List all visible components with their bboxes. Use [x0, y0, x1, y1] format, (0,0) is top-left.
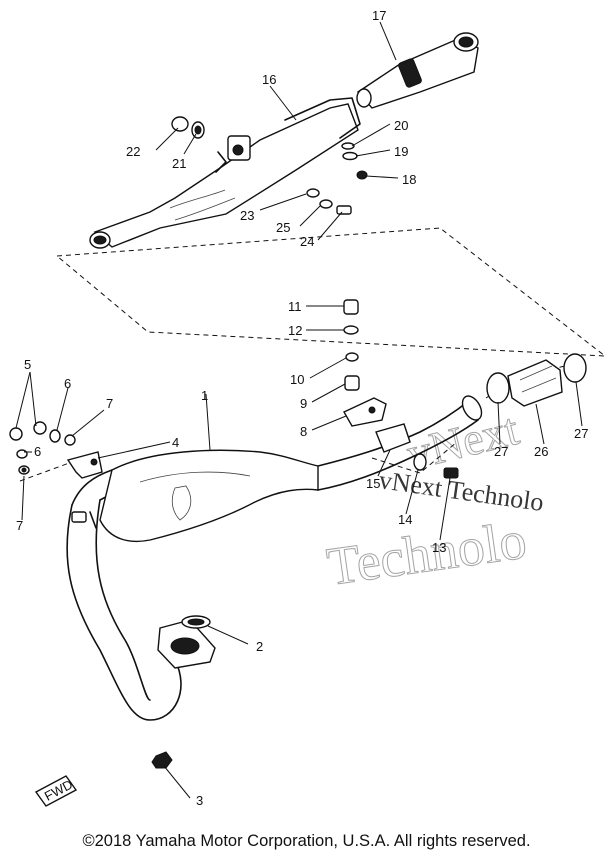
left-hardware: [9, 421, 76, 475]
alignment-line: [371, 441, 458, 474]
callout-24: 24: [300, 234, 314, 249]
callout-13: 13: [432, 540, 446, 555]
callout-23: 23: [240, 208, 254, 223]
bracket-4: [66, 451, 103, 479]
callout-26: 26: [534, 444, 548, 459]
callout-1: 1: [201, 388, 208, 403]
exhaust-pipe-1: [66, 395, 483, 721]
watermark-text: Technolo: [323, 510, 530, 597]
gasket-2-hole: [187, 618, 205, 626]
callout-18: 18: [402, 172, 416, 187]
callout-7: 7: [16, 518, 23, 533]
callout-25: 25: [276, 220, 290, 235]
callout-6: 6: [64, 376, 71, 391]
callout-4: 4: [172, 435, 179, 450]
clamp-27-right: [563, 353, 587, 383]
callout-7: 7: [106, 396, 113, 411]
callout-2: 2: [256, 639, 263, 654]
callout-9: 9: [300, 396, 307, 411]
mount-hardware: [343, 299, 411, 453]
callout-3: 3: [196, 793, 203, 808]
fwd-arrow-icon: FWD: [34, 775, 78, 807]
joint-26: [507, 359, 563, 407]
callout-19: 19: [394, 144, 408, 159]
end-cap-17: [356, 32, 479, 109]
leader-lines: [15, 21, 583, 799]
callout-5: 5: [24, 357, 31, 372]
muffler-16: [89, 97, 361, 249]
callout-6: 6: [34, 444, 41, 459]
assembly-boundary: [55, 227, 607, 357]
joint-hardware: [413, 453, 459, 479]
callout-15: 15: [366, 476, 380, 491]
callout-10: 10: [290, 372, 304, 387]
callout-14: 14: [398, 512, 412, 527]
callout-labels: 1 2 3 4 5 6 6 7 7 8 9 10 11 12 13 14 15 …: [16, 8, 588, 808]
callout-22: 22: [126, 144, 140, 159]
callout-27: 27: [574, 426, 588, 441]
callout-8: 8: [300, 424, 307, 439]
callout-17: 17: [372, 8, 386, 23]
callout-27: 27: [494, 444, 508, 459]
alignment-line: [19, 461, 73, 482]
callout-21: 21: [172, 156, 186, 171]
clamp-27-left: [486, 372, 510, 404]
copyright-notice: ©2018 Yamaha Motor Corporation, U.S.A. A…: [82, 832, 531, 850]
callout-16: 16: [262, 72, 276, 87]
nut-3: [151, 751, 173, 769]
callout-12: 12: [288, 323, 302, 338]
callout-11: 11: [288, 299, 302, 314]
muffler-hardware: [171, 116, 368, 215]
callout-20: 20: [394, 118, 408, 133]
